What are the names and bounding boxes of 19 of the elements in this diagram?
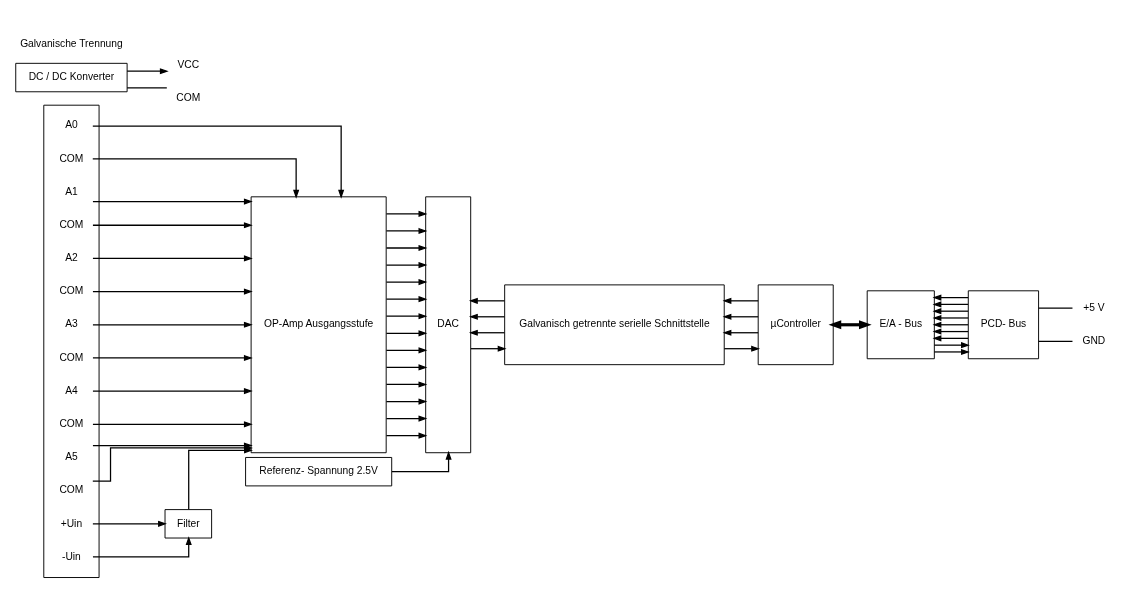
node-text: COM [59,218,84,230]
node-text: COM [59,417,84,429]
node-text: A5 [65,450,78,462]
node-text: +5 V [1083,301,1105,313]
node-text: A1 [65,185,78,197]
node-text: VCC [177,58,200,70]
node-text: A4 [65,384,78,396]
node-text: +Uin [60,517,83,528]
node-text: COM [59,152,84,164]
node-text: COM [59,483,84,495]
node-text: A3 [65,317,78,329]
node-text: GND [1082,334,1106,346]
node-text: A2 [65,251,78,263]
node-text: COM [59,351,84,363]
node-text: -Uin [62,550,81,562]
node-text: COM [176,91,201,103]
label: Galvanische Trennung [20,37,123,49]
node-text: COM [59,284,84,296]
node-text: A0 [65,118,78,130]
